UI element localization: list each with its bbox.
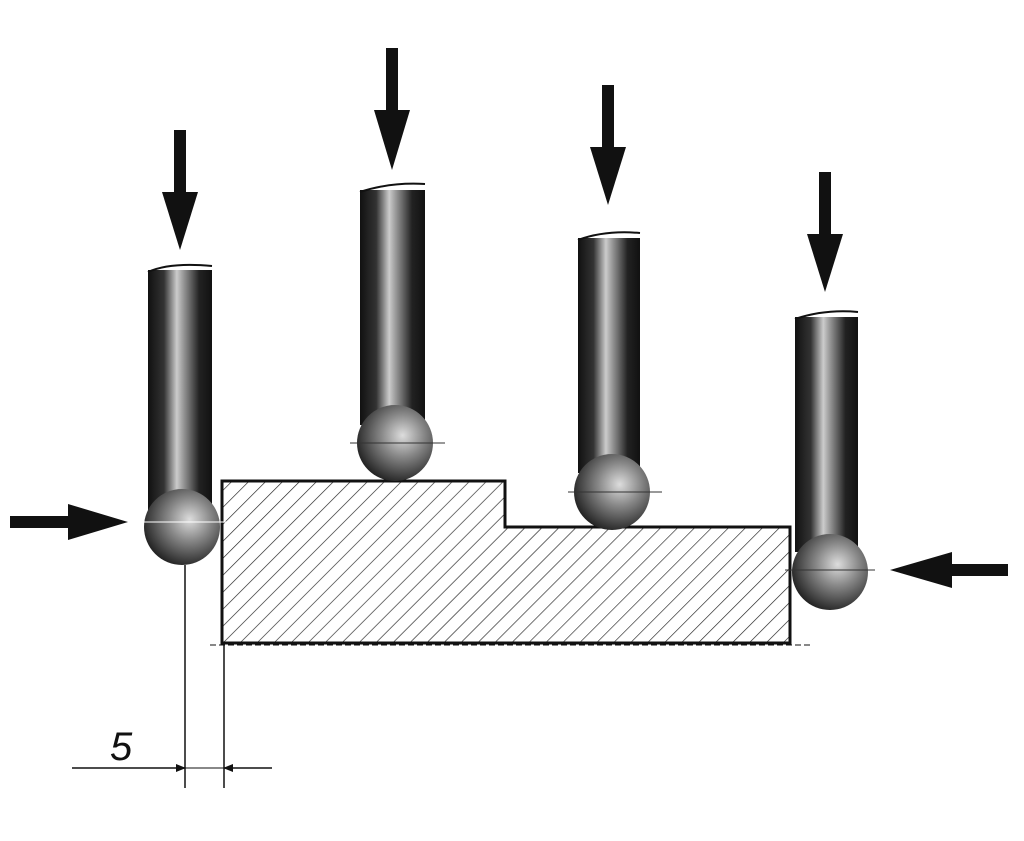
dimension: 5 bbox=[72, 565, 272, 788]
probe-right bbox=[785, 310, 875, 610]
arrow-right-icon bbox=[10, 504, 128, 540]
workpiece bbox=[220, 479, 792, 645]
arrow-down-icon bbox=[162, 130, 198, 250]
dimension-label: 5 bbox=[110, 725, 133, 769]
probe-lower-step bbox=[568, 231, 662, 530]
probe-upper-step bbox=[350, 182, 445, 481]
probe-left bbox=[135, 263, 228, 565]
arrow-down-icon bbox=[374, 48, 410, 170]
arrow-left-icon bbox=[890, 552, 1008, 588]
arrow-down-icon bbox=[807, 172, 843, 292]
arrow-down-icon bbox=[590, 85, 626, 205]
